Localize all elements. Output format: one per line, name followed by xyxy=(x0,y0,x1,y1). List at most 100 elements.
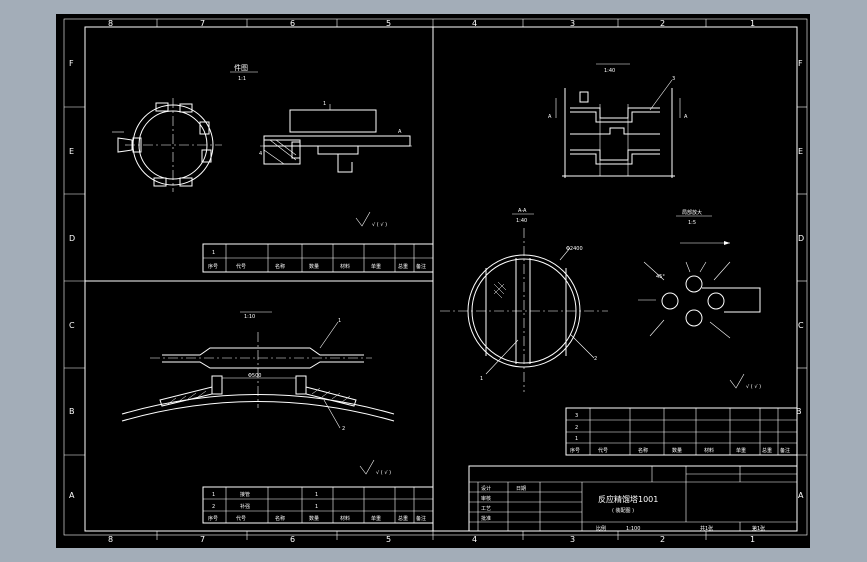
zone-num: 5 xyxy=(386,19,391,28)
svg-text:A: A xyxy=(398,129,402,135)
column-cross-section: Φ2400 1 2 xyxy=(440,228,608,392)
svg-text:接管: 接管 xyxy=(240,491,250,498)
svg-text:备注: 备注 xyxy=(416,263,426,270)
svg-text:数量: 数量 xyxy=(672,447,682,454)
zone-num: 7 xyxy=(200,19,205,28)
ring-part-view xyxy=(112,98,222,192)
svg-text:1:100: 1:100 xyxy=(626,526,640,532)
svg-text:2: 2 xyxy=(212,504,215,510)
nozzle-view-title: 1:10 xyxy=(240,311,272,320)
svg-text:审核: 审核 xyxy=(481,495,491,502)
svg-text:A: A xyxy=(548,114,552,120)
svg-text:工艺: 工艺 xyxy=(481,506,491,512)
right-zone-letters: F E D C B A xyxy=(796,59,804,500)
svg-text:名称: 名称 xyxy=(275,263,285,270)
arrangement-view-title: 1:40 xyxy=(596,63,630,74)
svg-text:√ ( √ ): √ ( √ ) xyxy=(372,222,387,228)
tray-arrangement-view: A A 3 xyxy=(548,76,688,178)
svg-text:备注: 备注 xyxy=(416,515,426,522)
svg-text:1: 1 xyxy=(315,492,318,498)
roughness-symbol-r: √ ( √ ) xyxy=(729,373,761,390)
svg-text:日期: 日期 xyxy=(516,486,526,492)
top-zone-numbers: 8 7 6 5 4 3 2 1 xyxy=(108,19,755,28)
outer-frame xyxy=(63,18,808,536)
svg-text:E: E xyxy=(798,147,803,156)
left-zone-letters: F E D C B A xyxy=(69,59,75,500)
svg-text:名称: 名称 xyxy=(638,447,648,454)
svg-text:设计: 设计 xyxy=(481,485,491,492)
svg-text:2: 2 xyxy=(342,426,345,432)
svg-text:C: C xyxy=(69,321,75,330)
zone-num: 4 xyxy=(472,535,477,544)
svg-text:补强: 补强 xyxy=(240,503,250,510)
zone-num: 8 xyxy=(108,19,113,28)
zone-num: 3 xyxy=(570,535,575,544)
svg-text:2: 2 xyxy=(594,356,597,362)
svg-text:A: A xyxy=(69,491,75,500)
zone-num: 3 xyxy=(570,19,575,28)
top-left-view-title: 件图 1:1 xyxy=(230,63,258,82)
svg-text:1: 1 xyxy=(480,376,483,382)
detail-view: 45° xyxy=(638,241,761,339)
parts-table-right: 3 2 1 序号 代号 名称 数量 材料 单重 总重 备注 xyxy=(565,407,798,456)
svg-text:代号: 代号 xyxy=(598,447,608,454)
svg-text:代号: 代号 xyxy=(236,515,246,522)
zone-num: 6 xyxy=(290,19,295,28)
svg-text:共1张: 共1张 xyxy=(700,525,713,532)
svg-text:总重: 总重 xyxy=(398,515,408,522)
svg-text:Φ2400: Φ2400 xyxy=(566,246,583,252)
clamp-section-view: 1 A 4 xyxy=(259,101,412,173)
svg-text:序号: 序号 xyxy=(208,515,218,522)
svg-text:2: 2 xyxy=(575,425,578,431)
svg-text:材料: 材料 xyxy=(340,263,350,270)
svg-text:单重: 单重 xyxy=(371,263,381,270)
svg-text:数量: 数量 xyxy=(309,515,319,522)
svg-text:比例: 比例 xyxy=(596,525,606,532)
svg-text:数量: 数量 xyxy=(309,263,319,270)
svg-text:D: D xyxy=(69,234,75,243)
svg-text:材料: 材料 xyxy=(704,447,714,454)
svg-text:B: B xyxy=(796,407,802,416)
svg-text:Φ500: Φ500 xyxy=(248,373,261,379)
svg-text:批准: 批准 xyxy=(481,515,491,522)
svg-text:F: F xyxy=(69,59,74,68)
svg-text:4: 4 xyxy=(259,151,262,157)
svg-text:C: C xyxy=(798,321,804,330)
zone-num: 7 xyxy=(200,535,205,544)
svg-text:√ ( √ ): √ ( √ ) xyxy=(746,384,761,390)
svg-text:名称: 名称 xyxy=(275,515,285,522)
svg-text:总重: 总重 xyxy=(762,447,772,454)
svg-text:序号: 序号 xyxy=(570,447,580,454)
svg-text:单重: 单重 xyxy=(371,515,381,522)
svg-text:1:40: 1:40 xyxy=(604,68,615,74)
svg-text:B: B xyxy=(69,407,75,416)
svg-text:A-A: A-A xyxy=(518,208,527,214)
zone-num: 6 xyxy=(290,535,295,544)
parts-table-bottomleft: 1 接管 1 2 补强 1 序号 代号 名称 数量 材料 单重 总重 备注 xyxy=(202,486,434,524)
svg-text:第1张: 第1张 xyxy=(752,525,765,532)
parts-table-topleft: 1 序号 代号 名称 数量 材料 单重 总重 备注 xyxy=(202,243,434,273)
svg-text:1: 1 xyxy=(338,318,341,324)
svg-text:单重: 单重 xyxy=(736,447,746,454)
svg-text:A: A xyxy=(798,491,804,500)
svg-text:3: 3 xyxy=(672,76,675,82)
roughness-symbol-tl: √ ( √ ) xyxy=(355,211,387,228)
svg-text:1: 1 xyxy=(212,250,215,256)
inner-frame xyxy=(84,26,798,532)
zone-num: 5 xyxy=(386,535,391,544)
svg-text:√ ( √ ): √ ( √ ) xyxy=(376,470,391,476)
roughness-symbol-bl: √ ( √ ) xyxy=(359,459,391,476)
svg-text:E: E xyxy=(69,147,74,156)
zone-num: 2 xyxy=(660,535,665,544)
drawing-name: 反应精馏塔1001 xyxy=(598,494,658,504)
zone-num: 2 xyxy=(660,19,665,28)
svg-text:1: 1 xyxy=(212,492,215,498)
svg-text:D: D xyxy=(798,234,804,243)
zone-ticks xyxy=(64,19,807,540)
nozzle-section-view: 1 Φ500 2 xyxy=(121,318,395,432)
svg-text:45°: 45° xyxy=(656,274,665,280)
svg-text:1:40: 1:40 xyxy=(516,218,527,224)
svg-text:备注: 备注 xyxy=(780,447,790,454)
svg-text:1:1: 1:1 xyxy=(238,76,246,82)
